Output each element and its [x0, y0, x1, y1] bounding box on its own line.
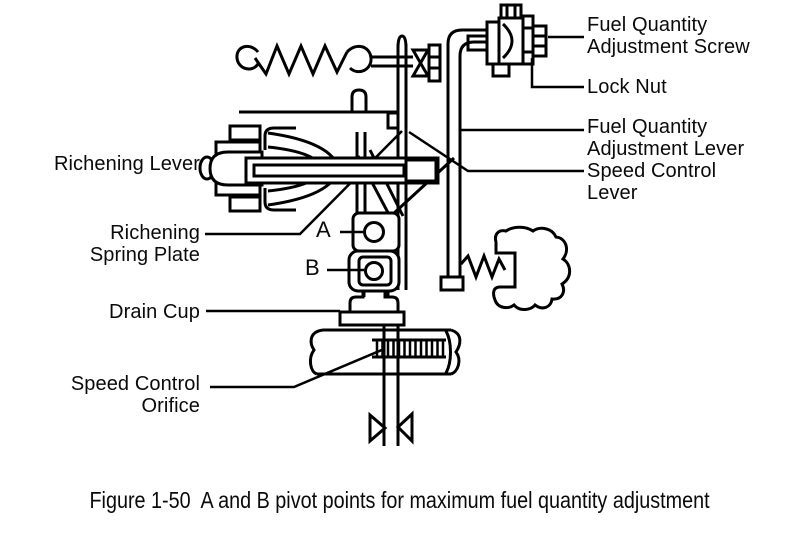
- governor-spring: [459, 251, 507, 282]
- governor-spring-and-housing: [459, 225, 572, 311]
- figure-caption: Figure 1-50 A and B pivot points for max…: [0, 487, 800, 514]
- figure-caption-text: Figure 1-50 A and B pivot points for max…: [89, 487, 711, 513]
- fuel-quantity-adjustment-lever-line: [439, 28, 487, 292]
- label-fuel-quantity-adjustment-lever: Fuel Quantity Adjustment Lever: [587, 116, 745, 160]
- return-spring: [235, 42, 413, 78]
- pivot-label-b: B: [305, 255, 320, 280]
- leader-speed-control-orifice: [210, 347, 385, 389]
- drain-cup-shape: [206, 289, 406, 327]
- housing-breakout: [492, 225, 572, 311]
- label-richening-spring-plate: Richening Spring Plate: [89, 222, 200, 266]
- spring-anchor-bracket: [410, 43, 442, 83]
- richening-lever-assembly: [198, 124, 440, 213]
- leader-speed-control-lever: [408, 130, 584, 173]
- leader-lock-nut: [530, 58, 584, 89]
- label-speed-control-lever: Speed Control Lever: [587, 160, 717, 204]
- right-leader-lines: [408, 35, 584, 173]
- pivot-point-a: [363, 221, 385, 243]
- pivot-point-b: [364, 261, 384, 281]
- label-speed-control-orifice: Speed Control Orifice: [70, 373, 200, 417]
- speed-control-orifice-cylinder: [210, 328, 462, 389]
- housing-line: [239, 88, 398, 114]
- butterfly-valve: [368, 410, 414, 445]
- label-richening-lever: Richening Lever: [53, 153, 200, 175]
- label-drain-cup: Drain Cup: [109, 301, 200, 323]
- pivot-label-a: A: [316, 217, 331, 242]
- pivot-housing: [327, 211, 401, 297]
- adjustment-screw-assembly: [466, 3, 548, 78]
- label-lock-nut: Lock Nut: [587, 76, 667, 98]
- link-rod: [391, 156, 456, 216]
- label-fuel-quantity-adjustment-screw: Fuel Quantity Adjustment Screw: [587, 14, 750, 58]
